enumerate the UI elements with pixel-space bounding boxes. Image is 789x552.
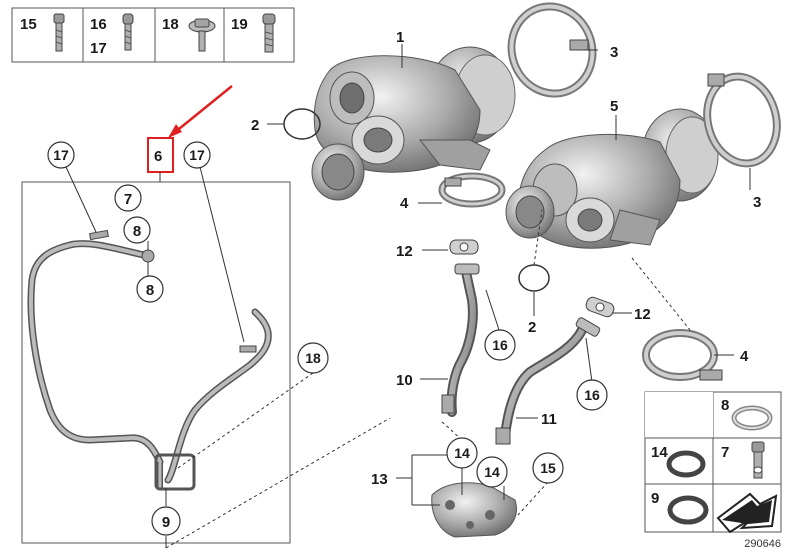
callout-9: 9 bbox=[162, 514, 170, 531]
callout-16-left: 16 bbox=[492, 337, 508, 353]
turbocharger-1 bbox=[311, 46, 516, 201]
clamp-4-lower bbox=[642, 329, 723, 381]
callout-15: 15 bbox=[540, 460, 556, 476]
circled-callout-14-left: 14 bbox=[446, 437, 478, 469]
gasket-12-left bbox=[449, 239, 479, 255]
diagram-id: 290646 bbox=[744, 538, 781, 550]
circled-callout-8-lower: 8 bbox=[136, 275, 164, 303]
legend-label-9: 9 bbox=[651, 490, 659, 507]
main-leader-lines bbox=[267, 44, 751, 516]
bolt-icon bbox=[122, 13, 134, 51]
callout-6: 6 bbox=[154, 148, 162, 165]
callout-1: 1 bbox=[396, 29, 404, 46]
header-parts-strip: 15 16 17 18 19 bbox=[11, 7, 295, 63]
parts-legend-grid: 8 14 7 9 bbox=[644, 391, 782, 534]
legend-label-7: 7 bbox=[721, 444, 729, 461]
flange-bolt-icon bbox=[188, 18, 216, 52]
circled-callout-15: 15 bbox=[532, 452, 564, 484]
callout-2-lower: 2 bbox=[528, 319, 536, 336]
header-label-19: 19 bbox=[231, 16, 248, 33]
bracket-13 bbox=[431, 482, 517, 538]
circled-callout-17-right: 17 bbox=[183, 141, 211, 169]
callout-17-left: 17 bbox=[53, 147, 69, 163]
callout-10: 10 bbox=[396, 372, 413, 389]
leader-lines bbox=[65, 166, 391, 549]
callout-11: 11 bbox=[541, 411, 557, 428]
header-label-15: 15 bbox=[20, 16, 37, 33]
oil-return-pipe-10 bbox=[441, 263, 480, 417]
callout-3-top: 3 bbox=[610, 44, 618, 61]
oil-feed-hose bbox=[27, 229, 272, 491]
circled-callout-8-upper: 8 bbox=[123, 216, 151, 244]
legend-label-14: 14 bbox=[651, 444, 668, 461]
highlight-arrow bbox=[168, 85, 233, 138]
callout-17-right: 17 bbox=[189, 147, 205, 163]
o-ring-icon bbox=[731, 405, 773, 431]
callout-4-upper: 4 bbox=[400, 195, 409, 212]
callout-18: 18 bbox=[305, 350, 321, 366]
callout-8-upper: 8 bbox=[133, 223, 141, 240]
o-ring-icon bbox=[666, 450, 706, 478]
header-label-18: 18 bbox=[162, 16, 179, 33]
clamp-3-top bbox=[507, 2, 597, 98]
header-label-16: 16 bbox=[90, 16, 107, 33]
turbocharger-5 bbox=[505, 108, 719, 249]
banjo-bolt-icon bbox=[751, 441, 765, 479]
callout-16-right: 16 bbox=[584, 387, 600, 403]
circled-callout-7: 7 bbox=[114, 184, 142, 212]
callout-7: 7 bbox=[124, 191, 132, 208]
arrow-icon bbox=[716, 492, 778, 534]
gasket-12-right bbox=[585, 296, 615, 318]
circled-callout-16-right: 16 bbox=[576, 379, 608, 411]
callout-5: 5 bbox=[610, 98, 618, 115]
callout-12-left: 12 bbox=[396, 243, 413, 260]
circled-callout-18: 18 bbox=[297, 342, 329, 374]
callout-12-right: 12 bbox=[634, 306, 651, 323]
callout-14-left: 14 bbox=[454, 445, 470, 461]
circled-callout-9: 9 bbox=[151, 506, 181, 536]
circled-callout-14-right: 14 bbox=[476, 456, 508, 488]
circled-callout-17-left: 17 bbox=[47, 141, 75, 169]
seal-ring-2-lower bbox=[518, 264, 550, 292]
callout-13: 13 bbox=[371, 471, 388, 488]
callout-8-lower: 8 bbox=[146, 282, 154, 299]
callout-4-lower: 4 bbox=[740, 348, 749, 365]
clamp-3-right bbox=[703, 72, 781, 168]
header-label-17: 17 bbox=[90, 40, 107, 57]
callout-3-right: 3 bbox=[753, 194, 761, 211]
o-ring-icon bbox=[667, 495, 709, 525]
oil-return-pipe-11 bbox=[495, 317, 601, 445]
bolt-icon bbox=[53, 13, 65, 52]
callout-14-right: 14 bbox=[484, 464, 500, 480]
circled-callout-16-left: 16 bbox=[484, 329, 516, 361]
callout-2-top: 2 bbox=[251, 117, 259, 134]
bolt-icon bbox=[262, 13, 276, 53]
hose-assembly-frame bbox=[21, 181, 291, 544]
clamp-4-upper bbox=[438, 172, 506, 208]
legend-label-8: 8 bbox=[721, 397, 729, 414]
